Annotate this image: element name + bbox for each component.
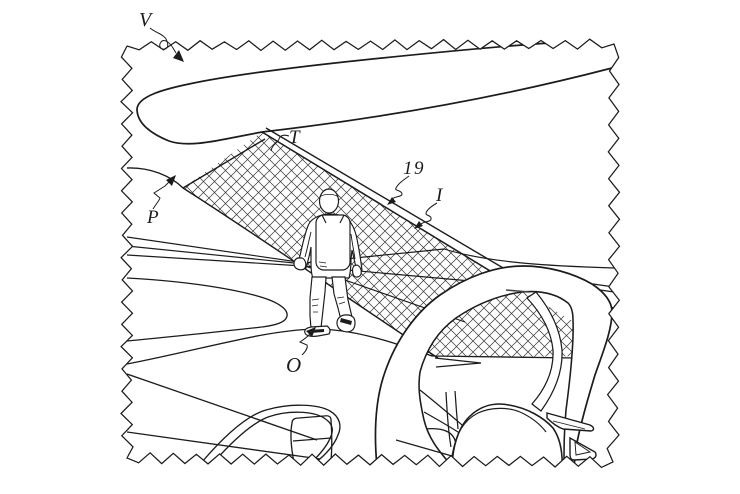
svg-text:V: V — [139, 9, 154, 31]
svg-text:T: T — [289, 127, 301, 148]
svg-text:P: P — [146, 207, 159, 228]
svg-text:19: 19 — [403, 158, 425, 179]
svg-text:I: I — [435, 185, 444, 206]
svg-text:O: O — [286, 353, 301, 377]
